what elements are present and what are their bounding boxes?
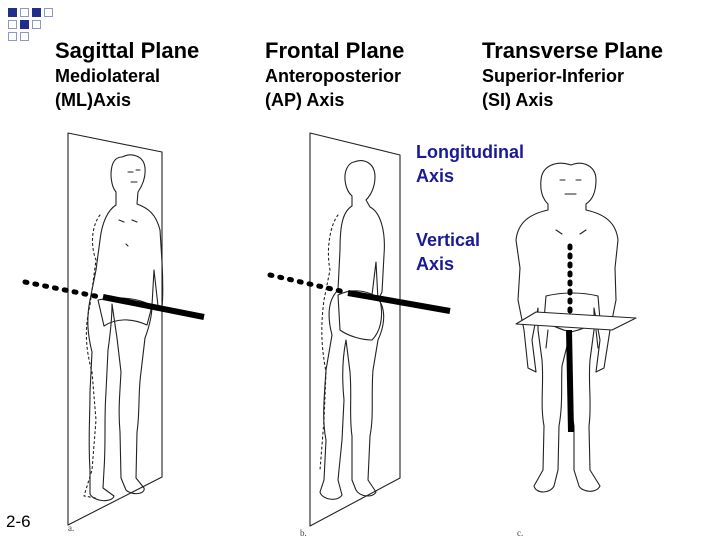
axis-abbrev: (SI) Axis [482, 90, 554, 110]
deco-square [8, 8, 17, 17]
axis-name: Anteroposterior [265, 66, 402, 86]
dotted-outline [319, 214, 339, 471]
frontal-figure [309, 132, 401, 527]
deco-square [20, 20, 29, 29]
frontal-heading: Frontal Plane Anteroposterior (AP) Axis [265, 38, 404, 112]
body-outline [319, 160, 385, 500]
garment [337, 290, 383, 341]
ml-axis-solid [102, 294, 205, 320]
leg-under-plane [545, 329, 599, 349]
ap-axis-dotted [267, 272, 348, 295]
ml-axis-dotted [22, 279, 103, 300]
figure-letter-b: b. [300, 528, 307, 538]
dotted-outline [83, 214, 101, 499]
sagittal-heading: Sagittal Plane Mediolateral (ML)Axis [55, 38, 199, 112]
deco-square [32, 20, 41, 29]
deco-square [44, 8, 53, 17]
vertical-axis-note: Vertical Axis [416, 230, 481, 274]
ap-axis-solid [347, 290, 451, 314]
figure-letter-c: c. [517, 528, 523, 538]
plane-title: Transverse Plane [482, 38, 664, 63]
si-axis-solid [566, 329, 574, 433]
transverse-figure [515, 162, 637, 493]
deco-square [20, 32, 29, 41]
transverse-heading: Transverse Plane Superior-Inferior (SI) … [482, 38, 663, 112]
sagittal-figure [67, 132, 164, 526]
plane-title: Frontal Plane [265, 38, 405, 63]
frontal-plane [309, 132, 401, 527]
axis-abbrev: (AP) Axis [265, 90, 345, 110]
deco-square [20, 8, 29, 17]
body-outline [87, 154, 164, 502]
transverse-plane [515, 311, 637, 331]
sagittal-plane [67, 132, 163, 526]
plane-title: Sagittal Plane [55, 38, 200, 63]
axis-abbrev: (ML)Axis [55, 90, 131, 110]
face-detail [555, 179, 587, 265]
deco-square [8, 20, 17, 29]
slide-number: 2-6 [6, 512, 31, 531]
longitudinal-axis-note: Longitudinal Axis [416, 142, 524, 186]
axis-name: Superior-Inferior [482, 66, 625, 86]
deco-square [32, 8, 41, 17]
axis-name: Mediolateral [55, 66, 161, 86]
figure-letter-a: a. [68, 523, 74, 533]
deco-square [8, 32, 17, 41]
face-detail [118, 169, 141, 247]
